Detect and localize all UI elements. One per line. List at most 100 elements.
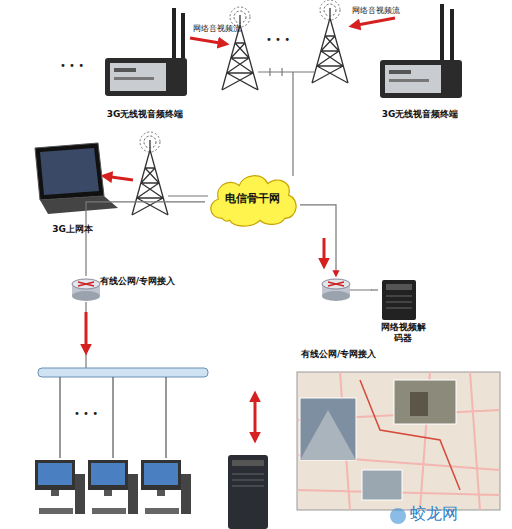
node-label: 有线公网/专网接入 bbox=[70, 276, 175, 287]
antenna bbox=[172, 8, 176, 60]
pc-tower bbox=[75, 474, 85, 514]
flow-arrow bbox=[352, 18, 395, 26]
node-label: 网络视频解码器 bbox=[378, 322, 428, 344]
router-node: 有线公网/专网接入 bbox=[70, 276, 175, 306]
device-slot bbox=[114, 77, 154, 80]
desktop-computer bbox=[35, 460, 85, 514]
device-body bbox=[380, 60, 462, 98]
signal-ring bbox=[144, 136, 156, 148]
decoder-node: 网络视频解码器 bbox=[378, 276, 428, 344]
server-detail bbox=[232, 474, 264, 486]
video-figure bbox=[410, 392, 428, 416]
cell-tower bbox=[222, 7, 258, 90]
monitor-screen bbox=[38, 463, 72, 485]
monitor-screen bbox=[91, 463, 125, 485]
video-feed bbox=[394, 380, 456, 424]
router-top bbox=[322, 279, 350, 289]
signal-ring bbox=[234, 11, 246, 23]
device-panel bbox=[385, 65, 441, 93]
monitor-stand bbox=[104, 490, 112, 496]
lan-bus bbox=[38, 368, 208, 377]
network-wire bbox=[168, 68, 314, 196]
flow-arrow bbox=[104, 176, 133, 180]
router-icon bbox=[72, 279, 100, 301]
router-node: 有线公网/专网接入 bbox=[301, 276, 371, 360]
device-slot bbox=[389, 79, 429, 82]
router-mark bbox=[328, 282, 344, 286]
antenna bbox=[450, 9, 454, 62]
flow-arrow bbox=[254, 394, 257, 440]
laptop-screen bbox=[40, 148, 99, 195]
cell-tower bbox=[132, 132, 168, 215]
decoder-slots bbox=[386, 296, 412, 308]
terminal-node: 3G无线视音频终端 bbox=[368, 40, 472, 120]
network-connector bbox=[86, 202, 205, 276]
watermark-logo bbox=[390, 508, 406, 524]
netbook-node: 3G上网本 bbox=[25, 140, 120, 235]
ellipsis-mark: • • • bbox=[266, 34, 306, 46]
server-bay bbox=[232, 460, 264, 466]
tower-frame bbox=[312, 8, 348, 83]
monitor-screen bbox=[144, 463, 178, 485]
video-feed bbox=[362, 470, 402, 500]
stream-label: 网络音视频流 bbox=[193, 24, 243, 34]
decoder-body bbox=[382, 280, 416, 320]
antenna bbox=[181, 13, 185, 60]
terminal-node: 3G无线视音频终端 bbox=[95, 40, 195, 120]
signal-ring bbox=[320, 0, 340, 20]
ellipsis-mark: • • • bbox=[74, 408, 114, 420]
signal-ring bbox=[140, 132, 160, 152]
network-connector bbox=[371, 289, 378, 290]
laptop-base bbox=[40, 196, 118, 214]
antenna bbox=[440, 4, 444, 62]
laptop-screen-frame bbox=[35, 143, 104, 200]
keyboard bbox=[92, 508, 126, 514]
node-label: 有线公网/专网接入 bbox=[301, 349, 371, 360]
pc-tower bbox=[128, 474, 138, 514]
monitor bbox=[35, 460, 75, 490]
monitor bbox=[88, 460, 128, 490]
flow-arrow bbox=[190, 38, 226, 44]
desktop-computer bbox=[141, 460, 191, 514]
desktop-computer bbox=[88, 460, 138, 514]
device-slot bbox=[114, 68, 136, 72]
backbone-cloud: 电信骨干网 bbox=[205, 170, 300, 228]
lan-drop bbox=[60, 377, 166, 458]
router-icon bbox=[322, 279, 350, 301]
ellipsis-mark: • • • bbox=[60, 60, 100, 72]
monitor-stand bbox=[157, 490, 165, 496]
server bbox=[228, 455, 268, 529]
tower-frame bbox=[132, 140, 168, 215]
signal-ring bbox=[324, 4, 336, 16]
device-slot bbox=[389, 70, 411, 74]
device-panel bbox=[110, 63, 166, 91]
monitor bbox=[141, 460, 181, 490]
node-label: 3G无线视音频终端 bbox=[95, 109, 195, 120]
map-roads bbox=[297, 372, 500, 510]
video-wall bbox=[297, 372, 500, 510]
flow-arrow bbox=[323, 238, 326, 266]
video-feed bbox=[300, 398, 356, 460]
stream-label: 网络音视频流 bbox=[352, 6, 400, 16]
router-bottom bbox=[72, 291, 100, 301]
router-top bbox=[72, 279, 100, 289]
decoder-panel bbox=[386, 284, 412, 290]
router-mark bbox=[78, 282, 94, 286]
network-connector bbox=[300, 205, 336, 276]
video-road bbox=[300, 410, 356, 460]
device-body bbox=[105, 58, 187, 96]
keyboard bbox=[39, 508, 73, 514]
router-bottom bbox=[322, 291, 350, 301]
node-label: 3G上网本 bbox=[25, 224, 120, 235]
network-wire bbox=[86, 290, 372, 368]
pc-tower bbox=[181, 474, 191, 514]
monitor-stand bbox=[51, 490, 59, 496]
node-label: 3G无线视音频终端 bbox=[368, 109, 472, 120]
node-label: 电信骨干网 bbox=[205, 192, 300, 206]
keyboard bbox=[145, 508, 179, 514]
flow-arrow bbox=[85, 312, 88, 352]
cell-tower bbox=[312, 0, 348, 83]
